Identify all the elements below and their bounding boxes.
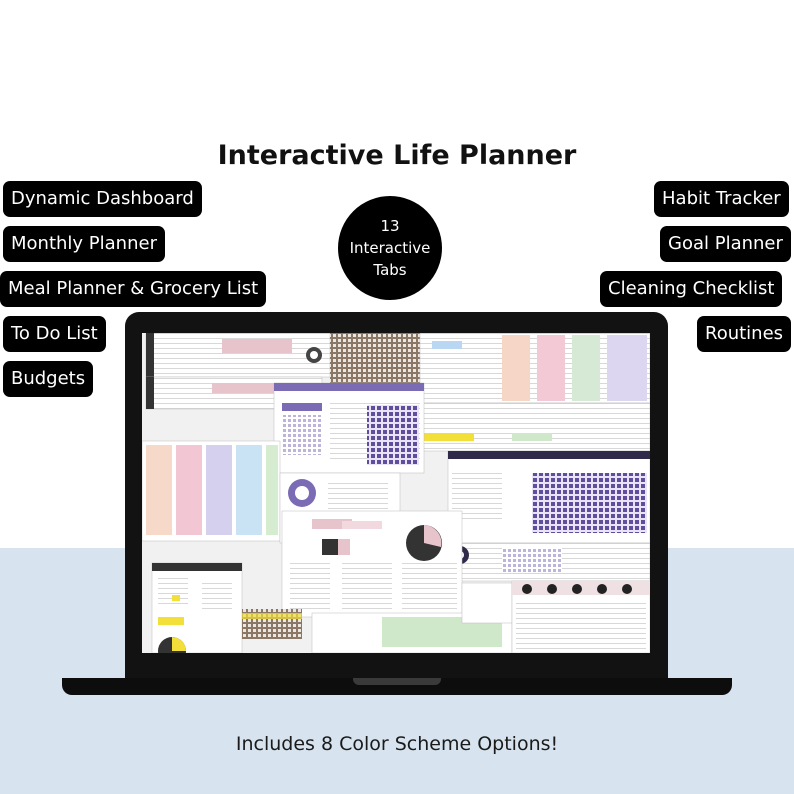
feature-pill-cleaning-checklist: Cleaning Checklist (600, 271, 783, 307)
badge-line-2: Tabs (373, 261, 407, 279)
feature-pill-dashboard: Dynamic Dashboard (3, 181, 202, 217)
laptop-base (62, 678, 732, 695)
laptop-notch (353, 678, 441, 685)
feature-pill-monthly-planner: Monthly Planner (3, 226, 165, 262)
feature-pill-todo-list: To Do List (3, 316, 106, 352)
laptop-screen (142, 333, 650, 653)
feature-pill-routines: Routines (697, 316, 792, 352)
tabs-count-badge: 13 Interactive Tabs (338, 196, 442, 300)
feature-pill-budgets: Budgets (3, 361, 94, 397)
badge-count: 13 (380, 217, 400, 235)
planner-collage-illustration (142, 333, 650, 653)
feature-pill-meal-planner: Meal Planner & Grocery List (0, 271, 267, 307)
feature-pill-habit-tracker: Habit Tracker (654, 181, 789, 217)
page-title: Interactive Life Planner (217, 140, 577, 171)
color-scheme-tagline: Includes 8 Color Scheme Options! (235, 733, 559, 755)
badge-line-1: Interactive (349, 239, 431, 257)
feature-pill-goal-planner: Goal Planner (660, 226, 791, 262)
